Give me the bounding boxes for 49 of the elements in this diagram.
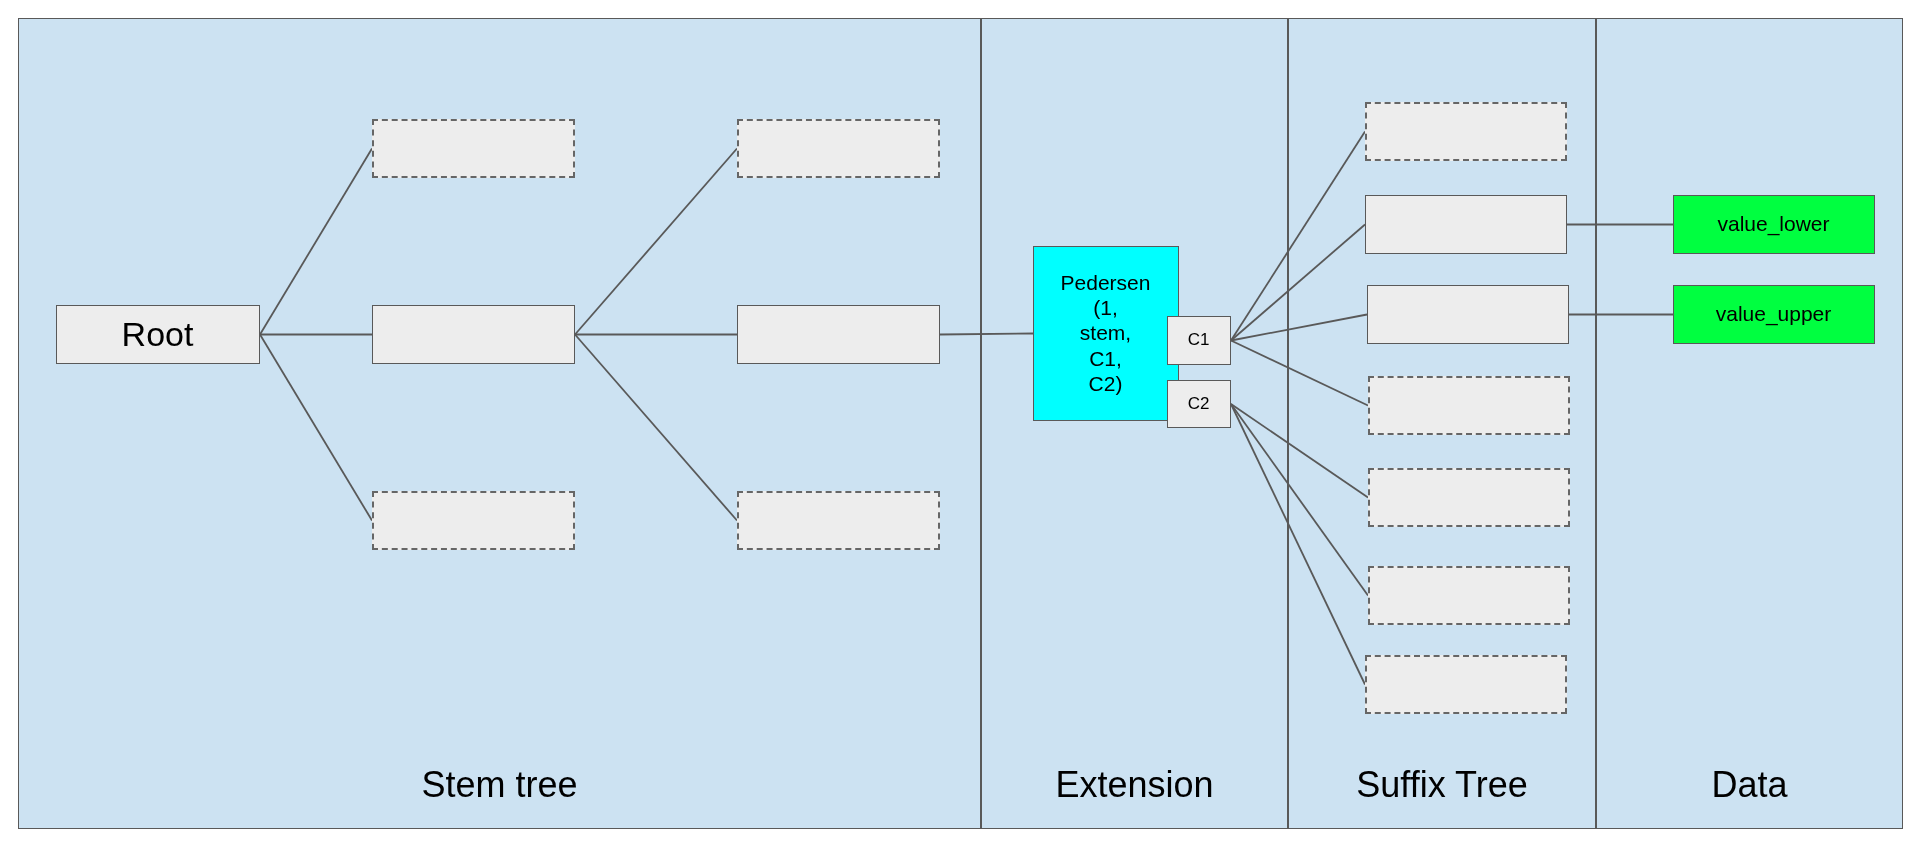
empty-box [371,490,575,550]
section-band [1596,18,1903,829]
node-label: C1 [1187,330,1210,350]
section-band [1288,18,1596,829]
connector-line [1230,223,1366,342]
empty-box [1367,565,1570,625]
empty-box [736,490,940,550]
node-label: value_upper [1715,302,1832,326]
empty-box [371,118,575,178]
section-band [18,18,981,829]
connector-line [1568,313,1674,316]
empty-box [371,304,575,364]
empty-box [1364,654,1567,714]
connector-line [574,147,738,336]
connector-line [1230,403,1366,686]
empty-box [1366,284,1569,344]
empty-box [1364,101,1567,161]
section-heading: Stem tree [421,764,578,806]
section-heading: Extension [1055,764,1214,806]
node-label: Pedersen (1, stem, C1, C2) [1060,270,1151,396]
connector-line [939,332,1034,336]
empty-box [1367,375,1570,435]
empty-box [1367,467,1570,527]
connector-line [1230,403,1369,499]
tree-node [1032,245,1179,421]
section-heading: Data [1711,764,1788,806]
connector-line [574,333,738,522]
tree-node [1672,194,1875,254]
tree-node [1166,379,1231,428]
connector-line [259,333,373,522]
connector-line [574,333,738,336]
tree-node [55,304,260,364]
empty-box [1364,194,1567,254]
tree-node [1166,315,1231,365]
node-label: C2 [1187,393,1210,414]
connector-line [259,333,373,336]
connector-line [1230,403,1369,597]
section-band [981,18,1288,829]
connector-line [1566,223,1674,226]
connector-line [1230,130,1366,342]
connector-line [1230,313,1368,342]
node-label: Root [121,314,194,354]
empty-box [736,304,940,364]
tree-node [1672,284,1875,344]
connector-line [259,147,373,336]
connector-line [1230,339,1369,407]
node-label: value_lower [1717,212,1830,236]
empty-box [736,118,940,178]
section-heading: Suffix Tree [1356,764,1528,806]
